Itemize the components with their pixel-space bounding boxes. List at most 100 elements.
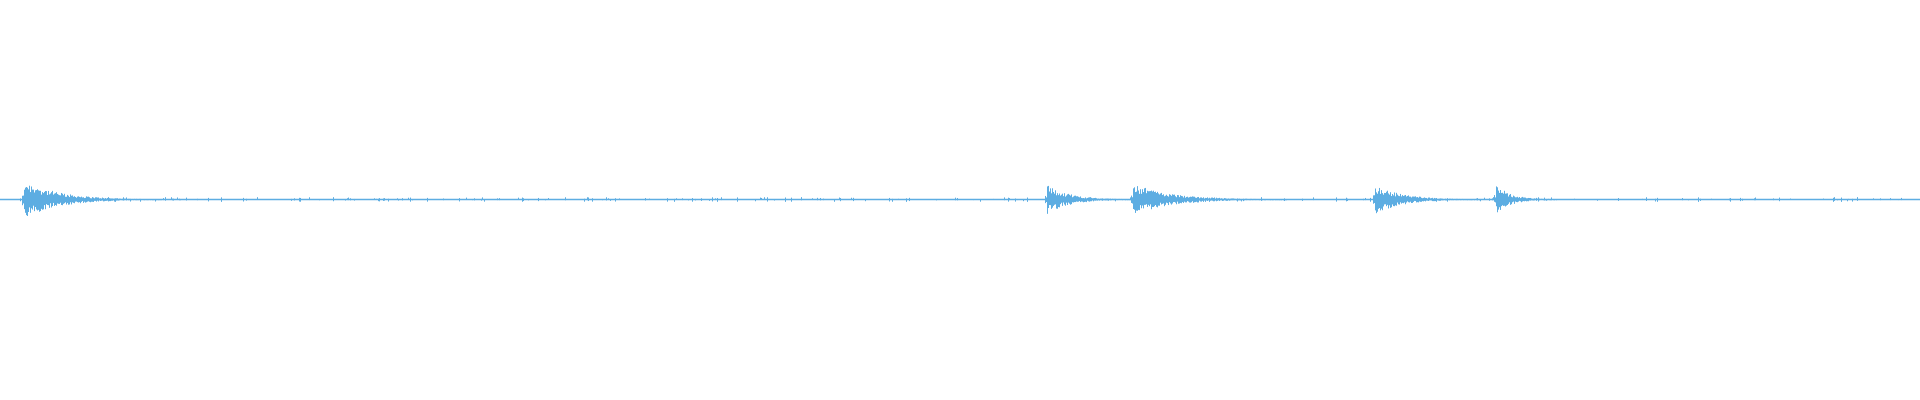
waveform-sample [1212, 197, 1213, 201]
waveform-sample [112, 198, 113, 201]
waveform-sample [1266, 199, 1267, 201]
waveform-sample [1464, 199, 1465, 201]
waveform-sample [1023, 199, 1024, 202]
waveform-sample [76, 197, 77, 202]
waveform-sample [1390, 192, 1391, 208]
waveform-sample [1479, 199, 1480, 201]
waveform-sample [1117, 199, 1118, 201]
waveform-sample [1380, 193, 1381, 211]
waveform-sample [44, 191, 45, 206]
waveform-sample [92, 197, 93, 202]
waveform-sample [1457, 198, 1458, 201]
waveform-sample [1063, 196, 1064, 203]
waveform-sample [1494, 195, 1495, 202]
waveform-sample [1440, 198, 1441, 201]
waveform-sample [1185, 197, 1186, 203]
waveform-sample [1433, 198, 1434, 202]
waveform-sample [1153, 190, 1154, 208]
waveform-sample [1283, 199, 1284, 201]
waveform-sample [853, 197, 854, 202]
waveform-sample [1426, 197, 1427, 201]
waveform-sample [197, 198, 198, 201]
waveform-sample [348, 197, 349, 201]
waveform-sample [1074, 195, 1075, 203]
waveform-sample [1269, 199, 1270, 201]
waveform-sample [1186, 196, 1187, 203]
waveform-sample [1249, 199, 1250, 201]
waveform-sample [1078, 196, 1079, 202]
waveform-sample [23, 195, 24, 204]
waveform-sample [1062, 193, 1063, 206]
waveform-sample [1118, 198, 1119, 201]
waveform-sample [1518, 197, 1519, 202]
waveform-sample [106, 198, 107, 201]
waveform-sample [1237, 198, 1238, 202]
waveform-sample [1242, 199, 1243, 201]
waveform-sample [1837, 199, 1838, 201]
waveform-sample [1211, 197, 1212, 201]
waveform-sample [1373, 195, 1374, 204]
waveform-sample [152, 199, 153, 201]
waveform-sample [36, 190, 37, 210]
waveform-sample [1538, 197, 1539, 202]
waveform-sample [257, 197, 258, 200]
waveform-sample [142, 198, 143, 200]
waveform-sample [1079, 197, 1080, 202]
waveform-sample [518, 197, 519, 201]
waveform-sample [1050, 188, 1051, 206]
waveform-sample [208, 197, 209, 202]
waveform-sample [1194, 196, 1195, 203]
waveform-sample [1382, 193, 1383, 211]
waveform-sample [1461, 199, 1462, 201]
waveform-sample [1523, 197, 1524, 202]
waveform-sample [86, 196, 87, 203]
waveform-sample [1149, 191, 1150, 207]
waveform-sample [1105, 198, 1106, 201]
waveform-sample [68, 195, 69, 205]
waveform-sample [1412, 196, 1413, 203]
waveform-sample [130, 198, 131, 202]
waveform-sample [682, 198, 683, 201]
waveform-sample [1064, 193, 1065, 205]
waveform-sample [955, 197, 956, 201]
waveform-sample [1551, 197, 1552, 201]
waveform-sample [1278, 199, 1279, 201]
waveform-sample [712, 197, 713, 202]
waveform-sample [1393, 195, 1394, 207]
waveform-sample [1075, 195, 1076, 203]
waveform-sample [1472, 199, 1473, 201]
waveform-sample [1058, 195, 1059, 208]
waveform-sample [402, 198, 403, 201]
waveform-sample [1425, 197, 1426, 202]
waveform-sample [1503, 193, 1504, 206]
waveform-sample [1384, 192, 1385, 205]
waveform-sample [1182, 196, 1183, 203]
waveform-sample [115, 198, 116, 202]
waveform-sample [1130, 197, 1131, 201]
waveform-sample [75, 196, 76, 202]
waveform-sample [87, 196, 88, 202]
waveform-sample [51, 192, 52, 208]
waveform-sample [497, 198, 498, 201]
waveform-sample [1198, 196, 1199, 203]
waveform-sample [378, 198, 379, 202]
waveform-sample [466, 197, 467, 200]
waveform-sample [1072, 197, 1073, 203]
waveform-sample [1407, 195, 1408, 202]
waveform-sample [1082, 198, 1083, 202]
waveform-sample [1509, 194, 1510, 203]
waveform-sample [1100, 198, 1101, 201]
waveform-sample [1524, 197, 1525, 202]
waveform-sample [823, 198, 824, 201]
waveform-sample [1453, 199, 1454, 201]
waveform-sample [1119, 198, 1120, 200]
waveform-sample [1061, 194, 1062, 203]
waveform-sample [56, 192, 57, 206]
waveform-sample [397, 198, 398, 200]
waveform-sample [834, 199, 835, 202]
waveform-sample [588, 197, 589, 202]
waveform-sample [1873, 198, 1874, 200]
waveform-sample [1448, 199, 1449, 201]
waveform-sample [82, 197, 83, 202]
waveform-sample [1255, 198, 1256, 201]
